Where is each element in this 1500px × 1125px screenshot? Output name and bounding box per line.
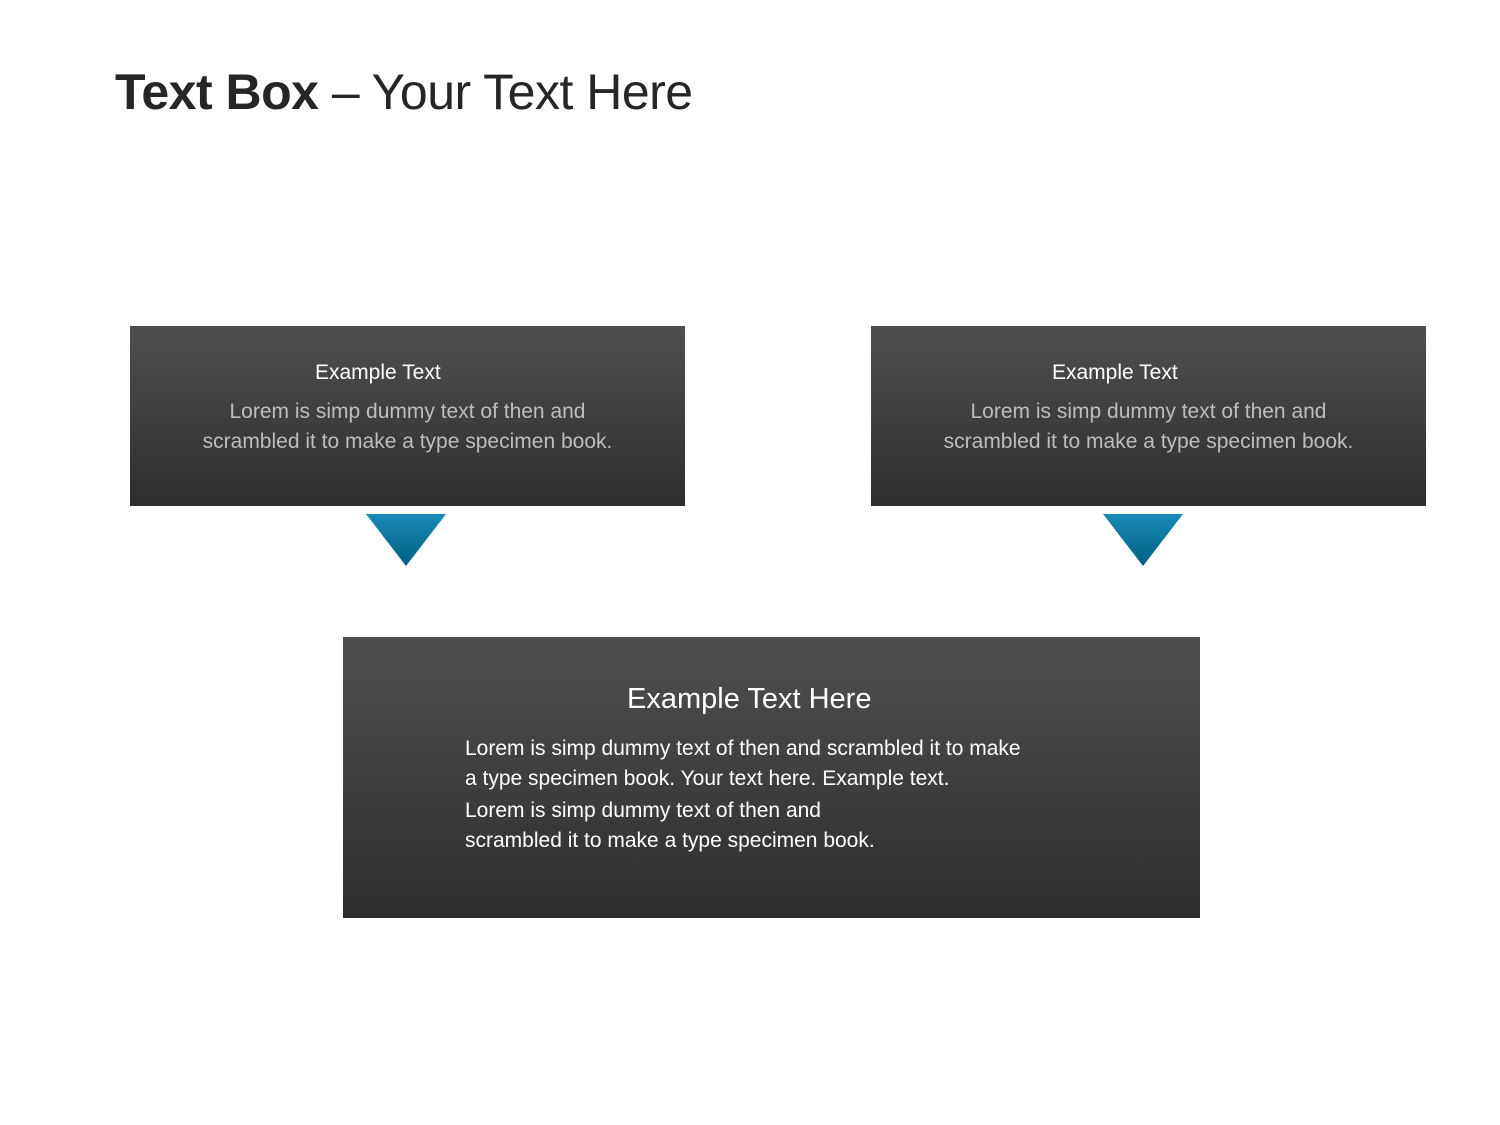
- page-title: Text Box – Your Text Here: [115, 62, 693, 122]
- box-body: Lorem is simp dummy text of then and scr…: [130, 397, 685, 457]
- main-text-box: Example Text Here Lorem is simp dummy te…: [343, 637, 1200, 918]
- box-heading: Example Text: [1052, 361, 1178, 384]
- main-box-body-line: scrambled it to make a type specimen boo…: [465, 829, 875, 852]
- main-box-body-line: Lorem is simp dummy text of then and scr…: [465, 737, 1021, 760]
- box-body-line: scrambled it to make a type specimen boo…: [202, 430, 613, 453]
- main-box-body-line: Lorem is simp dummy text of then and: [465, 799, 821, 822]
- box-body-line: Lorem is simp dummy text of then and: [970, 400, 1327, 423]
- box-body: Lorem is simp dummy text of then and scr…: [871, 397, 1426, 457]
- triangle-down-icon: [366, 514, 446, 566]
- title-bold: Text Box: [115, 64, 319, 120]
- box-heading: Example Text: [315, 361, 441, 384]
- box-body-line: scrambled it to make a type specimen boo…: [943, 430, 1354, 453]
- box-body-line: Lorem is simp dummy text of then and: [229, 400, 586, 423]
- main-box-body: Lorem is simp dummy text of then and scr…: [465, 734, 1021, 856]
- main-box-heading: Example Text Here: [627, 683, 872, 715]
- text-box-right: Example Text Lorem is simp dummy text of…: [871, 326, 1426, 506]
- text-box-left: Example Text Lorem is simp dummy text of…: [130, 326, 685, 506]
- main-box-body-line: a type specimen book. Your text here. Ex…: [465, 767, 950, 790]
- triangle-down-icon: [1103, 514, 1183, 566]
- title-rest: – Your Text Here: [318, 64, 693, 120]
